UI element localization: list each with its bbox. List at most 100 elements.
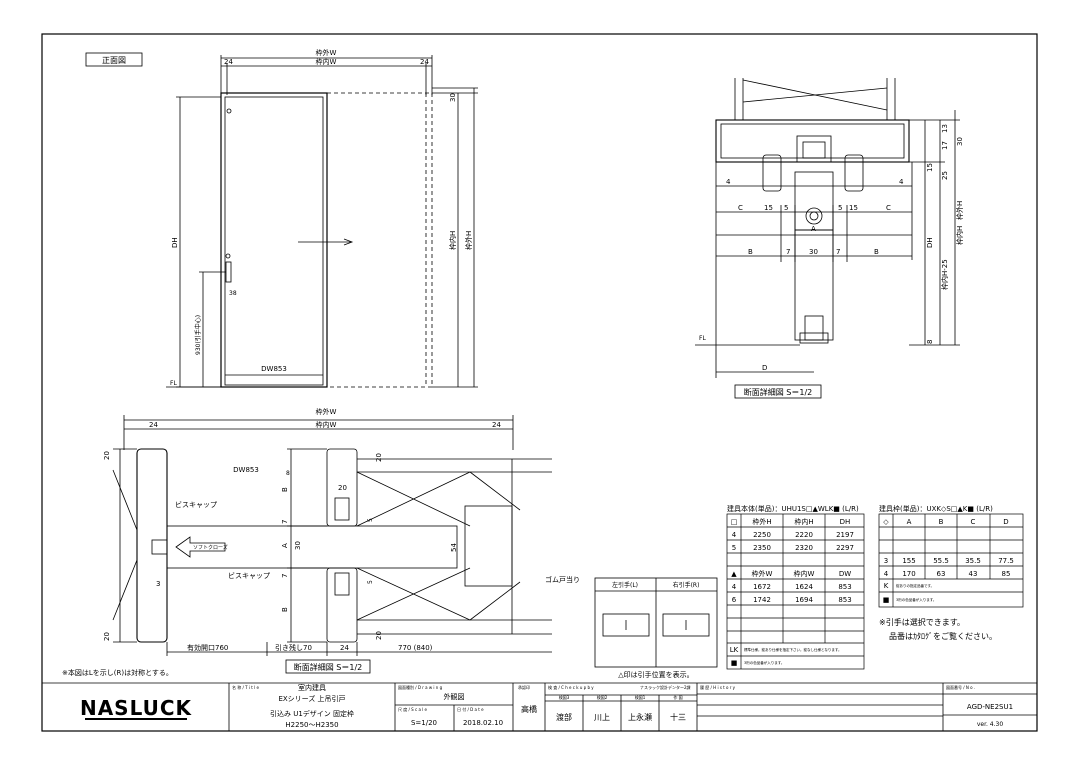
history-label: 履 歴 / H i s t o r y [700, 684, 736, 690]
drawing-type-value: 外観図 [444, 692, 465, 701]
check-company: ナスラック設計デンター2課 [640, 684, 691, 690]
plan-section-label: 断面詳細図 S＝1/2 [294, 662, 363, 672]
company-logo: NASLUCK [80, 696, 193, 720]
front-view [85, 52, 478, 388]
door-table-cell: 853 [838, 583, 851, 591]
company-logo-underline [85, 718, 187, 720]
side-dim-15v: 15 [926, 163, 934, 172]
front-dim-30: 30 [449, 93, 457, 102]
door-table-cell: 2297 [836, 544, 854, 552]
side-dim-4-left: 4 [726, 178, 731, 186]
frame-table-title: 建具枠(単品)：UXK◇S□▲K■ (L/R) [879, 504, 993, 513]
date-value: 2018.02.10 [463, 719, 503, 727]
door-table-header-cell: 枠外H [752, 517, 771, 526]
plan-dim-20-bottom-left: 20 [103, 632, 111, 641]
side-section-label: 断面詳細図 S＝1/2 [744, 387, 813, 397]
frame-table-cell: 85 [1002, 570, 1011, 578]
front-inner-h: 枠内H [448, 231, 457, 250]
title-line-1: 室内建具 [298, 683, 326, 692]
side-dim-13: 13 [941, 124, 949, 133]
frame-table-k-label: K [884, 582, 889, 590]
front-dw853: DW853 [261, 365, 287, 373]
pull-handle-box [594, 577, 718, 668]
roller [805, 207, 823, 225]
checker-role: 検図1 [635, 694, 646, 700]
front-dim-24-right: 24 [420, 58, 429, 66]
selectable-note-2: 品番はｶﾀﾛｸﾞをご覧ください。 [889, 631, 997, 641]
title-label: 名 称 / T i t l e [232, 684, 259, 690]
side-dim-a: A [811, 225, 816, 233]
plan-dim-b-bottom: B [281, 607, 289, 612]
checker-name: 川上 [594, 713, 610, 722]
door-table-lk-label: LK [730, 646, 739, 654]
door-table-title: 建具本体(単品)：UHU1S□▲WLK■ (L/R) [727, 504, 859, 513]
front-view-label: 正面図 [102, 56, 126, 65]
frame-table-cell: 155 [902, 557, 915, 565]
note-left: ※本図はLを示し(R)は対称とする。 [62, 668, 173, 677]
drawing-no-label: 図面番号 / N o . [946, 684, 975, 690]
frame-table-black-label: ■ [883, 596, 890, 604]
door-table-cell: 2220 [795, 531, 813, 539]
frame-table-k-note: 錠ありの指定品番です。 [896, 583, 934, 588]
drawing-type-label: 図面種別 / D r a w i n g [398, 684, 443, 690]
side-inner-h: 枠内H [955, 226, 964, 245]
scale-label: 尺 度 / S c a l e [398, 706, 428, 712]
door-table-header-cell: 枠外W [752, 569, 773, 578]
door-table-cell: 4 [732, 583, 737, 591]
plan-dim-15-bottom: 5 [367, 580, 374, 584]
hanger-center [796, 135, 832, 163]
soft-close-arrow [175, 536, 226, 558]
plan-dim-24-left: 24 [149, 421, 158, 429]
front-outer-h: 枠外H [464, 231, 473, 250]
check-label: 検 査 / C h e c k u p b y [548, 684, 594, 690]
side-dim-c-left: C [738, 204, 743, 212]
plan-dim-7-bottom: 7 [281, 574, 289, 578]
pull-position-note: △印は引手位置を表示。 [618, 670, 693, 679]
side-dim-c-right: C [886, 204, 891, 212]
door-edge-section [794, 229, 834, 341]
front-view-label-box [85, 52, 143, 67]
plan-screw-cap-top: ビスキャップ [175, 500, 217, 509]
front-fl: FL [170, 380, 177, 387]
side-section [695, 78, 960, 399]
pocket-post-bottom [326, 567, 358, 643]
side-inner-h-25: 枠内H-25 [940, 259, 949, 290]
hanger-right [844, 154, 864, 192]
frame-table-header-cell: ◇ [883, 518, 889, 526]
door-table-header-cell: ▲ [731, 570, 737, 578]
title-line-4: H2250〜H2350 [285, 721, 338, 729]
plan-section [112, 415, 552, 674]
door-table-cell: 4 [732, 531, 737, 539]
approve-label: 承認印 [518, 684, 530, 690]
sheet-border [41, 33, 1038, 732]
plan-pull-remain: 引き残し70 [275, 643, 312, 652]
plan-dim-8: 8 [286, 470, 290, 477]
door-table-cell: 1672 [753, 583, 771, 591]
pull-right-label: 右引手(R) [673, 581, 700, 589]
checker-role: 検図3 [559, 694, 570, 700]
title-block [42, 682, 1037, 731]
plan-section-label-box [285, 659, 371, 674]
plan-dim-15-top: 5 [367, 518, 374, 522]
plan-dim-a: A [281, 543, 289, 548]
plan-dim-770: 770 (840) [398, 644, 433, 652]
front-frame-inner-w: 枠内W [316, 57, 337, 66]
side-dim-d: D [762, 364, 767, 372]
door-table-lk-note: 標準仕様。錠あり仕様を指定下さい。錠なし仕様となります。 [744, 647, 842, 652]
door-table-black-label: ■ [731, 659, 738, 667]
front-dim-24-left: 24 [224, 58, 233, 66]
door-table-cell: 1624 [795, 583, 813, 591]
side-dim-30v: 30 [956, 137, 964, 146]
frame-table-cell: 55.5 [933, 557, 949, 565]
frame-table-cell: 3 [884, 557, 888, 565]
side-outer-h: 枠外H [955, 201, 964, 220]
plan-dim-20-top-post: 20 [375, 453, 383, 462]
frame-table-cell: 63 [937, 570, 946, 578]
drawing-no: AGD-NE2SU1 [967, 703, 1013, 711]
title-line-2: EXシリーズ 上吊引戸 [278, 694, 345, 703]
side-dim-8: 8 [926, 340, 934, 344]
door-table-cell: 2320 [795, 544, 813, 552]
door-table-header-cell: 枠内W [794, 569, 815, 578]
approve-value: 高橋 [521, 704, 537, 714]
door-table-header-cell: DH [840, 518, 851, 526]
